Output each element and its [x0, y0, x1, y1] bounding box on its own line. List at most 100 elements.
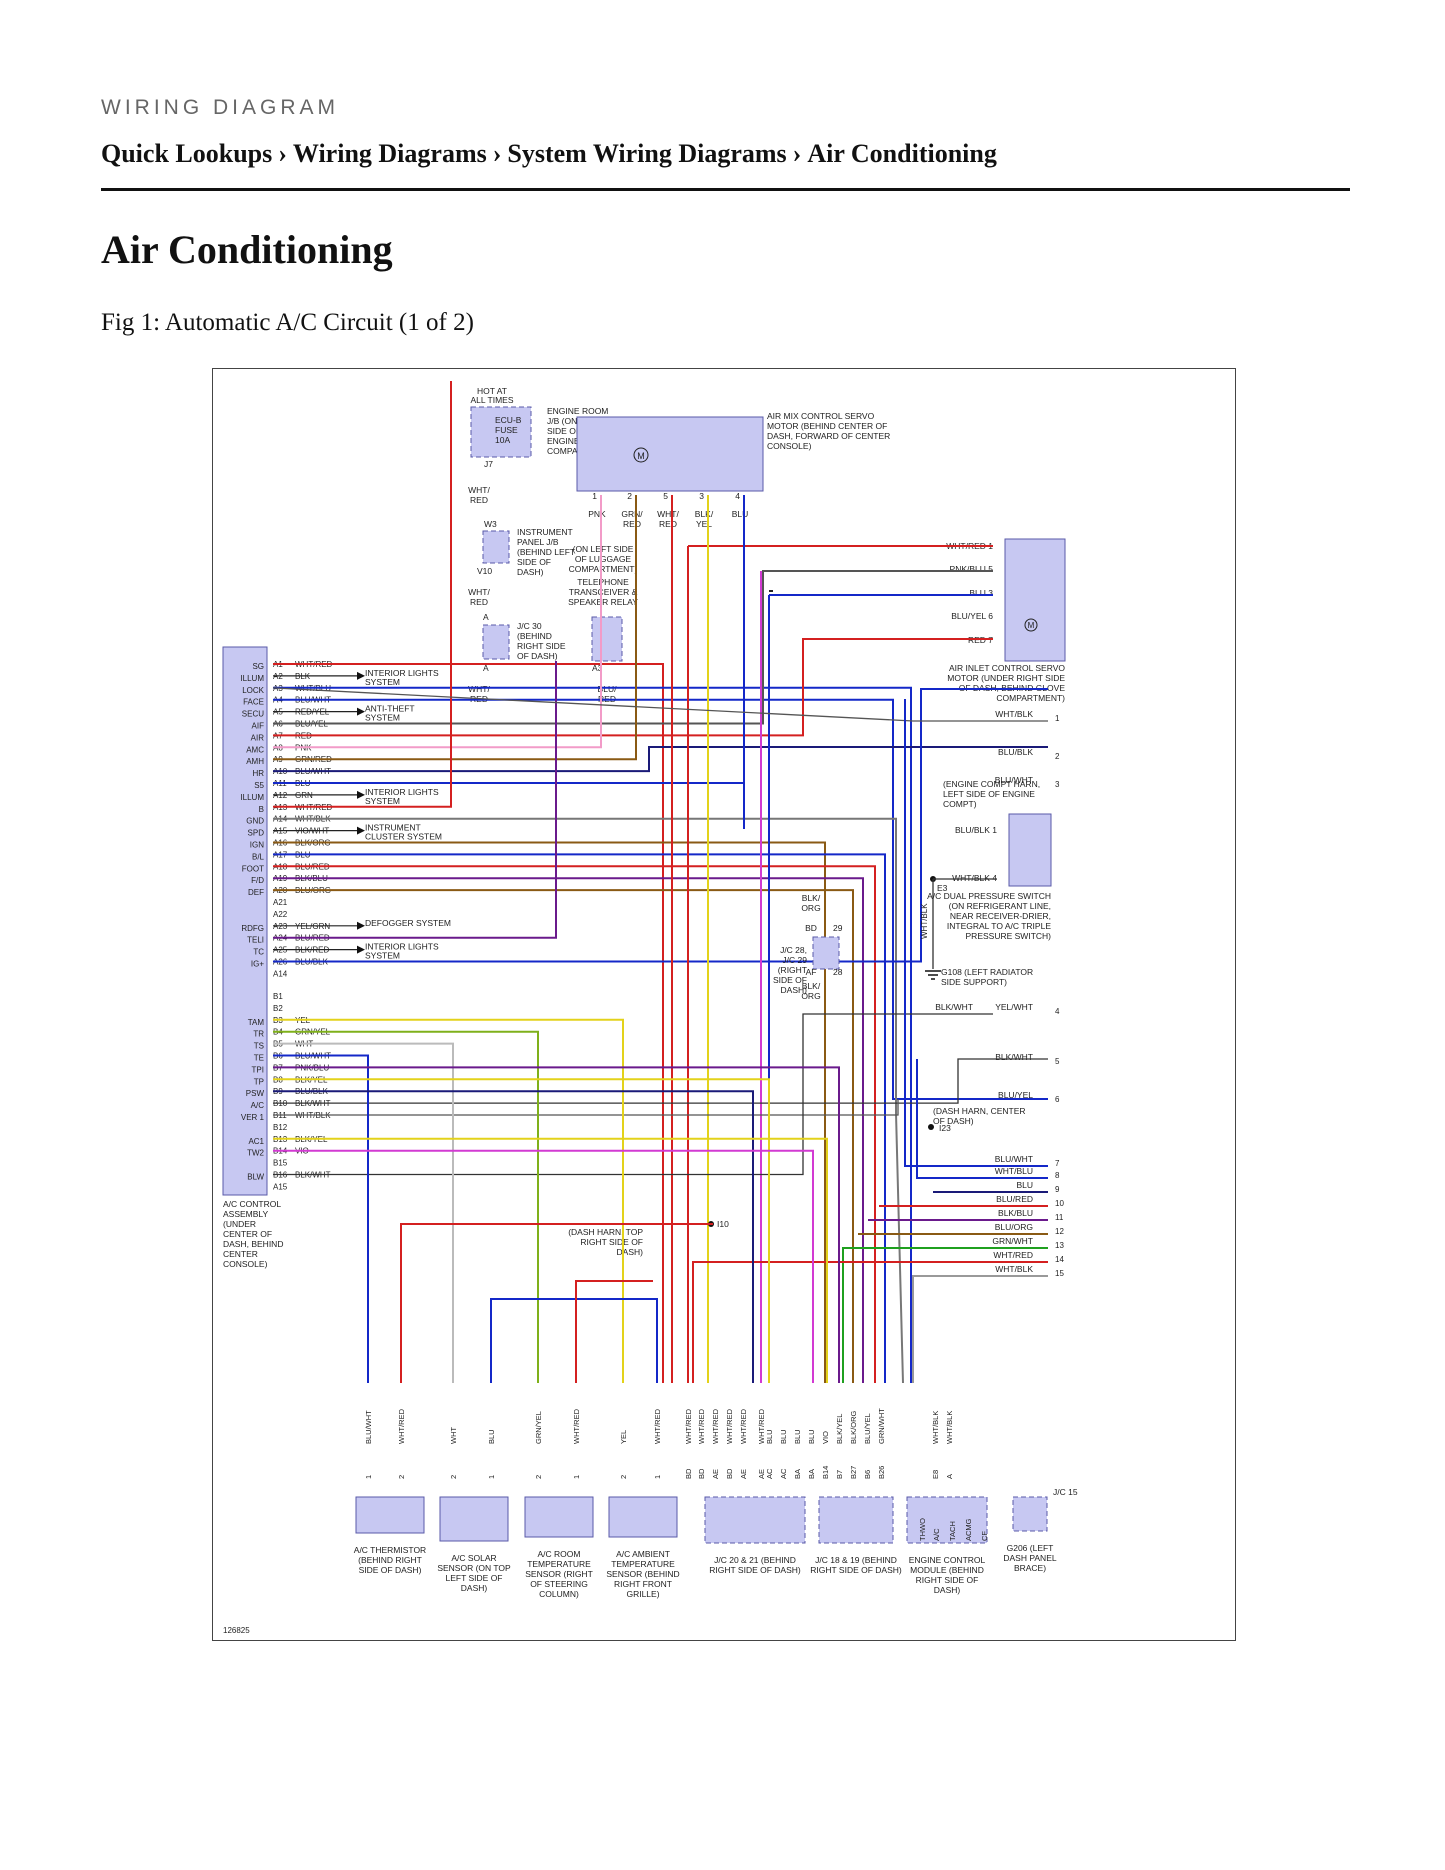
diagram-label: BLU/YEL	[998, 1090, 1033, 1100]
diagram-label: WHT/BLU	[995, 1166, 1033, 1176]
component-label: DASH PANEL	[1003, 1553, 1056, 1563]
telephone-label: TRANSCEIVER &	[569, 587, 638, 597]
diagram-label: WHT/BLK	[920, 903, 929, 939]
component-label: J/C 20 & 21 (BEHIND	[714, 1555, 796, 1565]
engine-room-jb-label: ENGINE ROOM	[547, 406, 608, 416]
bottom-pin-label: 2	[534, 1475, 543, 1479]
control-pin-name: BLW	[247, 1173, 264, 1182]
air-inlet-label: MOTOR (UNDER RIGHT SIDE	[947, 673, 1065, 683]
splice-label: I10	[717, 1219, 729, 1229]
fuse-label: FUSE	[495, 425, 518, 435]
hot-label: ALL TIMES	[471, 395, 514, 405]
diagram-label: BLU/WHT	[995, 1154, 1033, 1164]
ground-g108-label: SIDE SUPPORT)	[941, 977, 1007, 987]
control-pin-name: TE	[254, 1054, 264, 1063]
document-kicker: WIRING DIAGRAM	[101, 96, 339, 119]
breadcrumb: Quick Lookups›Wiring Diagrams›System Wir…	[101, 139, 997, 169]
bottom-pin-label: AE	[739, 1469, 748, 1479]
breadcrumb-separator: ›	[792, 139, 802, 168]
diagram-label: BLK/	[695, 509, 714, 519]
diagram-label: RED	[659, 519, 677, 529]
diagram-label: BLK/	[802, 893, 821, 903]
bottom-wire-label: BLU/YEL	[863, 1413, 872, 1444]
diagram-label: BLU	[1016, 1180, 1033, 1190]
bottom-pin-label: 1	[653, 1475, 662, 1479]
control-pin: B15	[273, 1159, 288, 1168]
breadcrumb-item[interactable]: Quick Lookups	[101, 139, 273, 168]
diagram-label: WHT/BLK 4	[952, 873, 997, 883]
control-pin: B2	[273, 1004, 283, 1013]
air-mix-label: DASH, FORWARD OF CENTER	[767, 431, 890, 441]
ecm-pin-label: TACH	[948, 1521, 957, 1541]
control-pin-name: TAM	[248, 1018, 265, 1027]
destination-label: CLUSTER SYSTEM	[365, 832, 442, 842]
telephone-location: (ON LEFT SIDE	[573, 544, 634, 554]
bottom-pin-label: 1	[364, 1475, 373, 1479]
bottom-wire-label: WHT/RED	[653, 1408, 662, 1444]
bottom-wire-label: WHT	[449, 1427, 458, 1444]
component-label: SENSOR (RIGHT	[525, 1569, 593, 1579]
telephone-location: COMPARTMENT)	[569, 564, 638, 574]
connector-ref-number: 11	[1055, 1213, 1064, 1222]
arrow-icon	[357, 921, 365, 930]
component-label: A/C THERMISTOR	[354, 1545, 426, 1555]
breadcrumb-item[interactable]: System Wiring Diagrams	[507, 139, 787, 168]
arrow-icon	[357, 945, 365, 954]
control-assembly-label: DASH, BEHIND	[223, 1239, 283, 1249]
diagram-label: BLU/WHT	[995, 775, 1033, 785]
component-label: COLUMN)	[539, 1589, 579, 1599]
engine-harness-label: COMPT)	[943, 799, 977, 809]
pin-label: 1	[592, 491, 597, 501]
control-pin-name: PSW	[246, 1089, 265, 1098]
bottom-wire-label: BLK/ORG	[849, 1410, 858, 1444]
pressure-switch-label: INTEGRAL TO A/C TRIPLE	[947, 921, 1051, 931]
ac-control-assembly	[222, 646, 268, 1196]
breadcrumb-item-current[interactable]: Air Conditioning	[807, 139, 997, 168]
wire-amc	[273, 495, 602, 749]
control-pin-name: FOOT	[242, 864, 264, 873]
wire-ref8	[916, 1059, 1048, 1179]
diagram-label: YEL	[696, 519, 712, 529]
control-pin-name: A/C	[251, 1101, 265, 1110]
diagram-label: BLK/BLU	[998, 1208, 1033, 1218]
diagram-label: M	[637, 451, 645, 461]
wire-ts	[273, 1042, 454, 1383]
wire-solar	[490, 1298, 658, 1383]
connector-ref-number: 1	[1055, 714, 1060, 723]
control-assembly-label: (UNDER	[223, 1219, 256, 1229]
wire-hr	[273, 746, 1048, 773]
diagram-label: WHT/	[468, 485, 490, 495]
bottom-wire-label: WHT/RED	[572, 1408, 581, 1444]
pin-label: 5	[663, 491, 668, 501]
destination-label: SYSTEM	[365, 796, 400, 806]
connector-ref-number: 7	[1055, 1159, 1060, 1168]
control-assembly-label: ASSEMBLY	[223, 1209, 269, 1219]
control-pin: A22	[273, 910, 288, 919]
bottom-pin-label: B7	[835, 1470, 844, 1479]
engine-harness-label: (ENGINE COMPT HARN,	[943, 779, 1040, 789]
component-label: SENSOR (ON TOP	[437, 1563, 511, 1573]
diagram-label: PNK	[588, 509, 606, 519]
splice-label: E3	[937, 883, 948, 893]
bottom-component	[608, 1496, 678, 1538]
control-pin-name: S5	[254, 781, 264, 790]
component-label: RIGHT SIDE OF DASH)	[810, 1565, 902, 1575]
destination-label: INTERIOR LIGHTS	[365, 787, 439, 797]
breadcrumb-item[interactable]: Wiring Diagrams	[292, 139, 487, 168]
component-label: (BEHIND RIGHT	[358, 1555, 422, 1565]
breadcrumb-separator: ›	[492, 139, 502, 168]
ip-jb-label: DASH)	[517, 567, 544, 577]
control-pin-name: AMC	[246, 745, 264, 754]
splice-i23	[928, 1124, 934, 1130]
bottom-wire-label: WHT/BLK	[945, 1411, 954, 1444]
bottom-pin-label: A	[945, 1474, 954, 1479]
wire-ref13	[842, 1247, 1048, 1383]
component-label: RIGHT SIDE OF DASH)	[709, 1565, 801, 1575]
control-pin-name: ILLUM	[240, 793, 264, 802]
wire-room-2	[575, 1280, 653, 1383]
ip-jb	[482, 530, 510, 564]
diagram-label: AF	[806, 967, 817, 977]
pin-label: 4	[735, 491, 740, 501]
